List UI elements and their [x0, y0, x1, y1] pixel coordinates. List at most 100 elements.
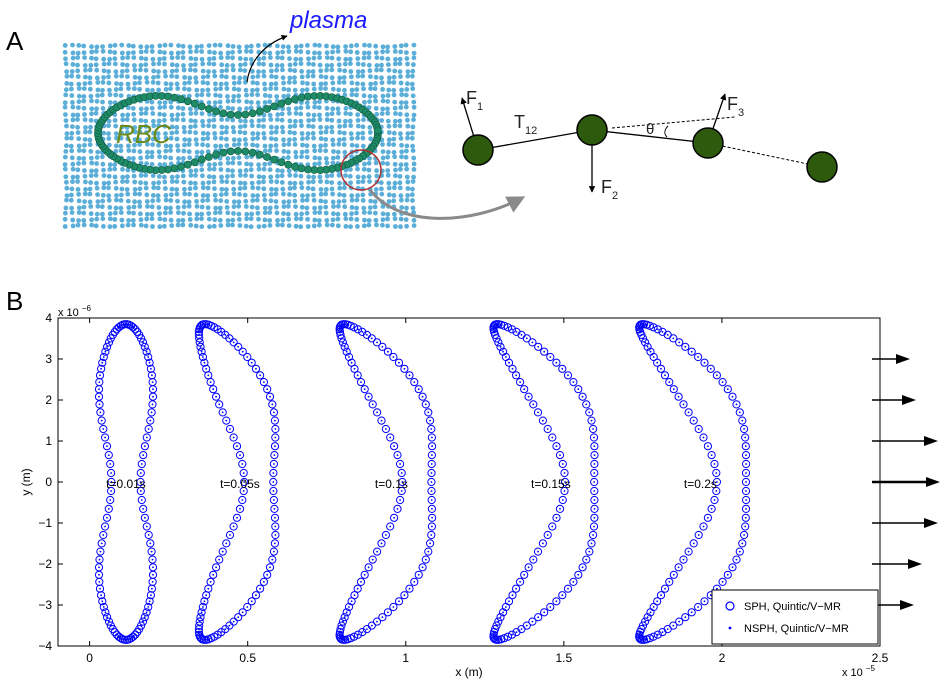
- plasma-particle: [181, 210, 186, 216]
- nsph-point: [664, 587, 666, 590]
- plasma-particle: [112, 42, 118, 48]
- nsph-point: [716, 481, 718, 483]
- sph-point: [398, 477, 407, 487]
- sph-point: [681, 613, 690, 622]
- plasma-particle: [366, 174, 372, 180]
- plasma-particle: [243, 87, 249, 93]
- plasma-particle: [317, 205, 323, 211]
- nsph-point: [232, 525, 235, 528]
- plasma-particle: [354, 50, 360, 55]
- sph-point: [645, 634, 654, 643]
- plasma-particle: [311, 81, 317, 87]
- nsph-point: [263, 381, 265, 383]
- plasma-particle: [267, 167, 273, 173]
- plasma-particle: [137, 142, 143, 147]
- plasma-particle: [76, 93, 82, 99]
- plasma-particle: [280, 67, 285, 73]
- plasma-particle: [193, 118, 198, 124]
- plasma-particle: [268, 174, 274, 180]
- plasma-particle: [187, 129, 193, 135]
- plasma-particle: [106, 193, 112, 199]
- time-label: t=0.1s: [375, 477, 408, 491]
- rbc-particle: [248, 109, 257, 118]
- plasma-particle: [312, 50, 317, 56]
- sph-point: [339, 635, 348, 644]
- plasma-particle: [89, 222, 95, 228]
- plasma-particle: [373, 217, 379, 223]
- nsph-point: [549, 606, 552, 608]
- plasma-particle: [200, 185, 206, 191]
- plasma-particle: [126, 43, 132, 48]
- sph-point: [582, 400, 591, 409]
- plasma-particle: [225, 55, 231, 60]
- plasma-particle: [299, 185, 305, 191]
- plasma-particle: [273, 187, 279, 192]
- sph-point: [558, 459, 567, 469]
- plasma-particle: [256, 162, 261, 168]
- plasma-particle: [119, 50, 125, 56]
- nsph-point: [224, 628, 227, 630]
- plasma-particle: [223, 74, 229, 80]
- plasma-particle: [75, 174, 80, 180]
- sph-point: [552, 358, 561, 367]
- plasma-particle: [398, 74, 403, 79]
- sph-point: [741, 513, 750, 522]
- sph-point: [674, 563, 683, 572]
- nsph-point: [218, 558, 221, 561]
- plasma-particle: [180, 222, 186, 228]
- plasma-particle: [75, 222, 81, 228]
- nsph-point: [272, 472, 275, 474]
- nsph-point: [212, 573, 215, 576]
- sph-point: [127, 321, 136, 330]
- nsph-point: [508, 600, 510, 603]
- plasma-particle: [324, 112, 330, 117]
- sph-point: [741, 477, 751, 487]
- plasma-particle: [205, 74, 211, 79]
- plasma-particle: [254, 197, 260, 203]
- plasma-particle: [81, 105, 87, 111]
- nsph-point: [399, 463, 401, 465]
- plasma-particle: [391, 80, 397, 85]
- nsph-point: [561, 499, 564, 501]
- nsph-point: [668, 381, 671, 383]
- plasma-particle: [287, 118, 293, 124]
- plasma-particle: [87, 142, 93, 148]
- plasma-particle: [194, 92, 200, 98]
- rbc-particle: [263, 105, 271, 113]
- sph-point: [137, 459, 146, 469]
- sph-point: [103, 613, 112, 622]
- sph-point: [129, 632, 138, 641]
- plasma-particle: [193, 173, 198, 178]
- sph-point: [560, 468, 569, 478]
- plasma-particle: [168, 148, 173, 154]
- plasma-particle: [341, 136, 347, 142]
- plasma-particle: [386, 62, 391, 67]
- plasma-particle: [261, 55, 267, 61]
- plasma-particle: [206, 43, 212, 48]
- plasma-particle: [367, 205, 373, 211]
- plasma-particle: [342, 204, 348, 210]
- plasma-particle: [360, 143, 366, 149]
- nsph-point: [581, 566, 584, 569]
- plasma-particle: [193, 56, 199, 62]
- plasma-particle: [162, 162, 168, 167]
- plasma-particle: [230, 63, 236, 68]
- plasma-particle: [100, 211, 105, 217]
- sph-point: [590, 468, 599, 478]
- plasma-particle: [411, 55, 417, 61]
- plasma-particle: [305, 73, 311, 79]
- plasma-particle: [355, 123, 361, 129]
- plasma-particle: [373, 81, 378, 86]
- nsph-point: [274, 436, 277, 439]
- panel-a-label: A: [6, 26, 24, 56]
- sph-point: [687, 608, 696, 617]
- sph-point: [147, 547, 156, 556]
- plasma-particle: [150, 111, 156, 116]
- sph-point: [712, 371, 722, 380]
- plasma-particle: [262, 135, 267, 141]
- nsph-point: [104, 525, 106, 528]
- nsph-point: [745, 490, 747, 492]
- nsph-point: [697, 534, 700, 536]
- plasma-particle: [99, 92, 105, 98]
- sph-point: [107, 468, 116, 478]
